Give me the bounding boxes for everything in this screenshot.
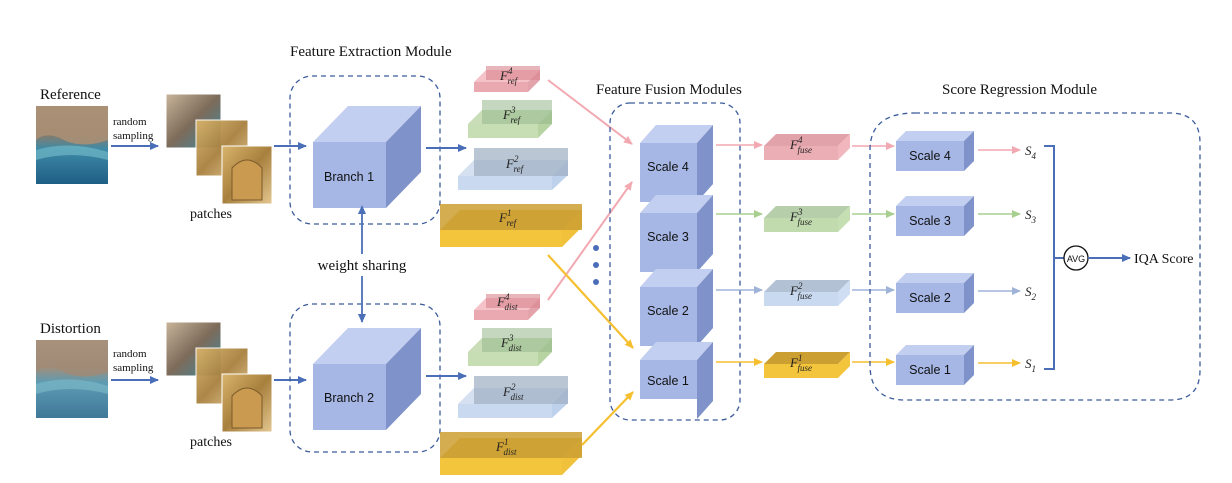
fusion-scale-1-label: Scale 1	[647, 374, 689, 388]
feature-dist-4	[474, 294, 540, 320]
reg-scale-4-label: Scale 4	[909, 149, 951, 163]
feature-ref-1	[440, 204, 582, 247]
score-s3: S3	[1025, 207, 1037, 225]
patches-label-dist: patches	[190, 435, 232, 450]
avg-label: AVG	[1067, 254, 1085, 264]
arrow-ref1-to-fusion	[547, 254, 634, 349]
sampling-label-dist: sampling	[113, 362, 154, 374]
reference-label: Reference	[40, 87, 101, 103]
score-brace	[1044, 145, 1055, 370]
random-label-ref: random	[113, 116, 147, 128]
fusion-scale-3-label: Scale 3	[647, 230, 689, 244]
branch2-cube	[313, 328, 421, 430]
reg-cube-1	[896, 345, 974, 385]
feature-fuse-4	[764, 134, 850, 160]
sampling-label-ref: sampling	[113, 130, 154, 142]
fusion-cube-4	[640, 125, 713, 202]
fusion-scale-4-label: Scale 4	[647, 160, 689, 174]
branch2-label: Branch 2	[324, 391, 374, 405]
score-s2: S2	[1025, 284, 1037, 302]
reg-cube-3	[896, 196, 974, 236]
reg-cube-4	[896, 131, 974, 171]
feature-ref-3	[468, 100, 552, 138]
feature-dist-1	[440, 432, 582, 475]
patches-label-ref: patches	[190, 207, 232, 222]
regression-container	[869, 112, 1201, 401]
feature-ref-4	[474, 66, 540, 92]
distortion-image	[36, 340, 108, 418]
feature-fuse-2	[764, 280, 850, 306]
score-regression-title: Score Regression Module	[942, 82, 1097, 98]
weight-sharing-label: weight sharing	[318, 258, 407, 274]
ellipsis-dots	[593, 245, 599, 285]
random-label-dist: random	[113, 348, 147, 360]
branch1-container	[289, 75, 441, 225]
feature-fusion-title: Feature Fusion Modules	[596, 82, 742, 98]
iqa-score-label: IQA Score	[1134, 252, 1194, 267]
branch2-container	[289, 303, 441, 453]
feature-extraction-title: Feature Extraction Module	[290, 44, 452, 60]
fusion-cube-1	[640, 342, 713, 419]
fusion-cube-2	[640, 269, 713, 346]
branch1-label: Branch 1	[324, 170, 374, 184]
score-labels: S4 S3 S2 S1	[1025, 143, 1037, 374]
distortion-label: Distortion	[40, 321, 101, 337]
reference-image	[36, 106, 108, 184]
feature-fuse-1	[764, 352, 850, 378]
reference-patches	[165, 93, 273, 205]
feature-dist-3	[468, 328, 552, 366]
distortion-patches	[165, 321, 273, 433]
score-s4: S4	[1025, 143, 1037, 161]
arrow-dist4-to-fusion	[547, 181, 633, 301]
reg-scale-3-label: Scale 3	[909, 214, 951, 228]
arrow-ref4-to-fusion	[547, 79, 633, 145]
reg-scale-1-label: Scale 1	[909, 363, 951, 377]
feature-dist-2	[458, 376, 568, 418]
feature-ref-2	[458, 148, 568, 190]
score-s1: S1	[1025, 356, 1036, 374]
reg-cube-2	[896, 273, 974, 313]
branch1-cube	[313, 106, 421, 208]
feature-fuse-3	[764, 206, 850, 232]
arrow-dist1-to-fusion	[581, 391, 634, 446]
fusion-cube-3	[640, 195, 713, 272]
reg-scale-2-label: Scale 2	[909, 291, 951, 305]
fusion-scale-2-label: Scale 2	[647, 304, 689, 318]
fusion-container	[609, 102, 741, 421]
